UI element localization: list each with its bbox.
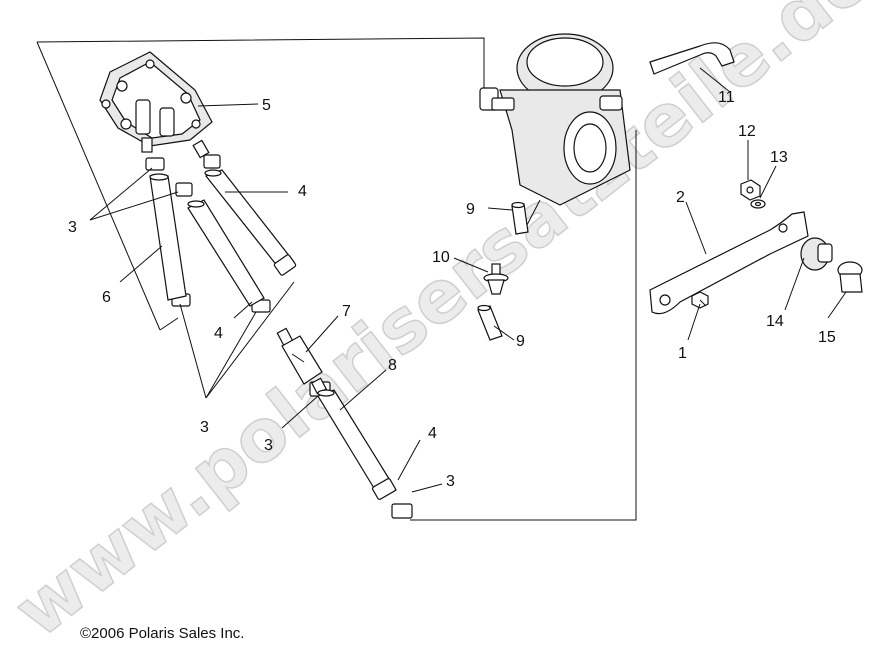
callout-4: 4 (214, 325, 223, 342)
hose-4-middle (187, 199, 265, 307)
fuel-pump (99, 51, 213, 159)
callout-5: 5 (262, 97, 271, 114)
fitting (837, 261, 863, 293)
fuel-filter (276, 327, 328, 395)
bolt (691, 291, 709, 309)
vent-hose (649, 42, 735, 75)
callout-13: 13 (770, 149, 788, 166)
callout-9: 9 (516, 333, 525, 350)
callouts: 5 4 3 6 4 7 8 3 3 4 3 9 10 9 11 12 13 2 … (68, 89, 836, 490)
callout-3: 3 (264, 437, 273, 454)
callout-10: 10 (432, 249, 450, 266)
washer (750, 199, 766, 209)
leader-lines (89, 67, 847, 493)
callout-8: 8 (388, 357, 397, 374)
callout-4: 4 (298, 183, 307, 200)
hose-4-lower (317, 389, 397, 500)
hose-6 (149, 173, 187, 301)
callout-3: 3 (446, 473, 455, 490)
callout-3: 3 (68, 219, 77, 236)
hose-9-upper (511, 201, 529, 235)
callout-15: 15 (818, 329, 836, 346)
callout-6: 6 (102, 289, 111, 306)
callout-7: 7 (342, 303, 351, 320)
callout-3: 3 (200, 419, 209, 436)
mounting-bracket (649, 211, 809, 315)
rubber-damper (800, 237, 833, 271)
hose-9-lower (477, 304, 503, 341)
callout-4: 4 (428, 425, 437, 442)
callout-9: 9 (466, 201, 475, 218)
hose-4-upper (204, 169, 297, 276)
enclosure-lines (36, 37, 637, 521)
callout-14: 14 (766, 313, 784, 330)
nut (740, 179, 761, 201)
copyright-text: ©2006 Polaris Sales Inc. (80, 625, 244, 642)
callout-2: 2 (676, 189, 685, 206)
vent-valve (483, 263, 509, 295)
callout-11: 11 (718, 89, 735, 106)
carburetor (479, 33, 631, 226)
callout-12: 12 (738, 123, 756, 140)
callout-1: 1 (678, 345, 687, 362)
